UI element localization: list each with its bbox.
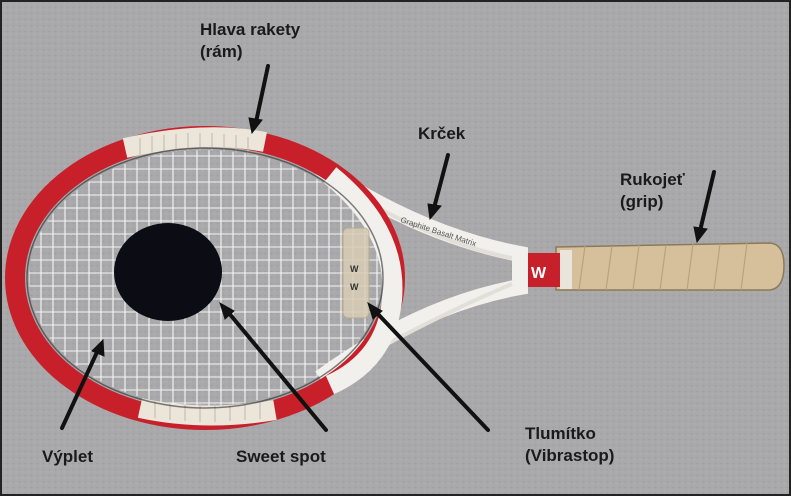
svg-text:W: W bbox=[350, 282, 359, 292]
label-handle: Rukojeť (grip) bbox=[620, 169, 685, 213]
sweet-spot-marker bbox=[114, 223, 222, 321]
label-head-line2: (rám) bbox=[200, 42, 243, 61]
label-strings: Výplet bbox=[42, 446, 93, 468]
arrow-head bbox=[254, 64, 270, 124]
label-dampener-line2: (Vibrastop) bbox=[525, 446, 615, 465]
svg-text:W: W bbox=[350, 264, 359, 274]
racket-head bbox=[5, 126, 405, 430]
label-strings-line1: Výplet bbox=[42, 447, 94, 466]
label-dampener-line1: Tlumítko bbox=[525, 424, 596, 443]
arrow-strings-tip bbox=[91, 338, 105, 357]
label-throat: Krček bbox=[418, 123, 465, 145]
label-dampener: Tlumítko (Vibrastop) bbox=[525, 423, 614, 467]
label-handle-line1: Rukojeť bbox=[620, 170, 685, 189]
label-throat-line1: Krček bbox=[418, 124, 466, 143]
arrow-strings bbox=[60, 348, 100, 430]
label-handle-line2: (grip) bbox=[620, 192, 664, 211]
dampener: W W bbox=[342, 227, 370, 319]
arrow-handle bbox=[698, 170, 716, 233]
label-head-frame: Hlava rakety (rám) bbox=[200, 19, 300, 63]
arrow-sweet-spot bbox=[226, 310, 328, 432]
arrow-head-tip bbox=[248, 117, 263, 135]
arrow-dampener-tip bbox=[367, 301, 383, 320]
svg-text:W: W bbox=[531, 265, 547, 282]
arrow-throat bbox=[432, 153, 450, 210]
arrow-handle-tip bbox=[693, 226, 708, 244]
arrows bbox=[60, 64, 716, 432]
label-head-line1: Hlava rakety bbox=[200, 20, 301, 39]
label-sweet-spot-line1: Sweet spot bbox=[236, 447, 326, 466]
handle-grip: W bbox=[518, 242, 785, 291]
arrow-dampener bbox=[374, 310, 490, 432]
arrow-sweet-spot-tip bbox=[219, 301, 235, 320]
label-sweet-spot: Sweet spot bbox=[236, 446, 326, 468]
arrow-throat-tip bbox=[427, 203, 442, 221]
